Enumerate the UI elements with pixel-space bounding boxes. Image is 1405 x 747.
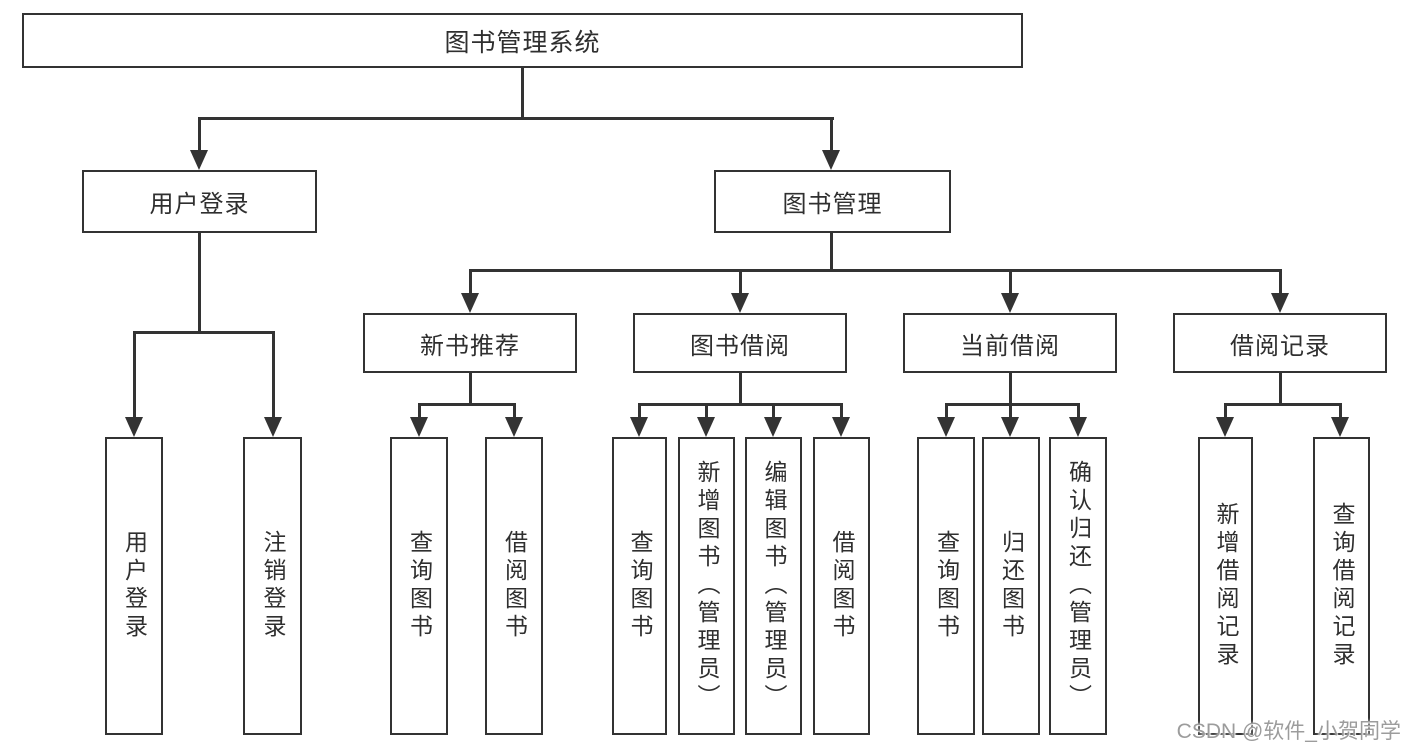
arrowhead-icon (1069, 417, 1087, 437)
connector-line (1224, 403, 1227, 422)
node-label: 查询图书 (933, 530, 960, 642)
arrowhead-icon (190, 150, 208, 170)
arrowhead-icon (264, 417, 282, 437)
connector-line (739, 269, 742, 299)
node-label: 查询图书 (627, 530, 653, 642)
csdn-watermark: CSDN @软件_小贺同学 (1176, 720, 1401, 743)
node-current-borrowing: 当前借阅 (903, 313, 1117, 373)
connector-line (198, 117, 834, 120)
arrowhead-icon (1271, 293, 1289, 313)
connector-line (1009, 371, 1012, 406)
node-add-book-admin: 新增图书（管理员） (678, 437, 735, 735)
arrowhead-icon (1001, 417, 1019, 437)
node-label: 当前借阅 (960, 332, 1060, 360)
arrowhead-icon (630, 417, 648, 437)
node-book-borrowing: 图书借阅 (633, 313, 847, 373)
connector-line (638, 403, 641, 422)
node-query-book-recommend: 查询图书 (390, 437, 448, 735)
connector-line (1077, 403, 1080, 422)
arrowhead-icon (822, 150, 840, 170)
node-label: 图书借阅 (690, 332, 790, 360)
node-borrow-book-recommend: 借阅图书 (485, 437, 543, 735)
node-logout: 注销登录 (243, 437, 302, 735)
arrowhead-icon (125, 417, 143, 437)
node-confirm-return-admin: 确认归还（管理员） (1049, 437, 1107, 735)
connector-line (418, 403, 516, 406)
arrowhead-icon (832, 417, 850, 437)
node-borrow-records: 借阅记录 (1173, 313, 1387, 373)
arrowhead-icon (1216, 417, 1234, 437)
connector-line (1009, 269, 1012, 299)
node-label: 图书管理 (782, 191, 883, 218)
node-root: 图书管理系统 (22, 13, 1023, 68)
node-label: 借阅记录 (1230, 332, 1330, 360)
connector-line (198, 117, 201, 155)
node-edit-book-admin: 编辑图书（管理员） (745, 437, 802, 735)
arrowhead-icon (1331, 417, 1349, 437)
node-add-borrow-record: 新增借阅记录 (1198, 437, 1253, 735)
node-label: 借阅图书 (501, 530, 528, 642)
connector-line (705, 403, 708, 422)
connector-line (469, 371, 472, 406)
connector-line (133, 331, 275, 334)
connector-line (469, 269, 1282, 272)
node-return-book: 归还图书 (982, 437, 1040, 735)
connector-line (638, 403, 843, 406)
connector-line (1279, 371, 1282, 406)
node-label: 新增图书（管理员） (694, 460, 720, 712)
connector-line (945, 403, 948, 422)
node-user-login: 用户登录 (105, 437, 163, 735)
node-label: 确认归还（管理员） (1065, 460, 1092, 712)
node-query-borrow-record: 查询借阅记录 (1313, 437, 1370, 735)
arrowhead-icon (731, 293, 749, 313)
arrowhead-icon (410, 417, 428, 437)
connector-line (1224, 403, 1342, 406)
node-new-book-recommend: 新书推荐 (363, 313, 577, 373)
connector-line (739, 371, 742, 406)
connector-line (513, 403, 516, 422)
node-label: 编辑图书（管理员） (761, 460, 787, 712)
node-query-book-current: 查询图书 (917, 437, 975, 735)
node-label: 查询图书 (406, 530, 433, 642)
connector-line (469, 269, 472, 299)
arrowhead-icon (505, 417, 523, 437)
connector-line (830, 117, 833, 155)
node-label: 用户登录 (121, 530, 148, 642)
node-label: 用户登录 (149, 191, 250, 218)
connector-line (830, 231, 833, 272)
arrowhead-icon (697, 417, 715, 437)
connector-line (418, 403, 421, 422)
connector-line (1279, 269, 1282, 299)
node-user-login-module: 用户登录 (82, 170, 317, 233)
connector-line (198, 231, 201, 334)
connector-line (840, 403, 843, 422)
connector-line (521, 66, 524, 120)
node-label: 注销登录 (260, 530, 286, 642)
arrowhead-icon (937, 417, 955, 437)
arrowhead-icon (1001, 293, 1019, 313)
node-query-book-borrowing: 查询图书 (612, 437, 667, 735)
node-root-label: 图书管理系统 (444, 28, 601, 57)
connector-line (1339, 403, 1342, 422)
node-label: 新增借阅记录 (1213, 502, 1239, 670)
connector-line (1009, 403, 1012, 422)
arrowhead-icon (461, 293, 479, 313)
connector-line (945, 403, 1080, 406)
node-borrow-book: 借阅图书 (813, 437, 870, 735)
connector-line (133, 331, 136, 421)
connector-line (272, 331, 275, 421)
arrowhead-icon (764, 417, 782, 437)
node-label: 新书推荐 (420, 332, 520, 360)
node-label: 归还图书 (998, 530, 1025, 642)
connector-line (772, 403, 775, 422)
node-label: 查询借阅记录 (1329, 502, 1355, 670)
node-label: 借阅图书 (829, 530, 855, 642)
node-book-management: 图书管理 (714, 170, 951, 233)
